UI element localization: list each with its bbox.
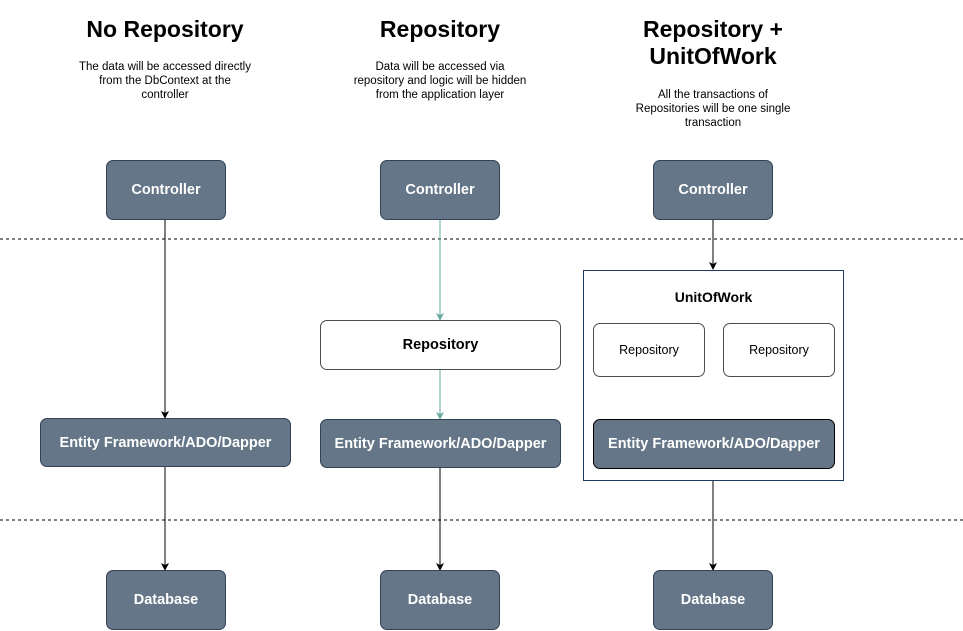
column-description-repository: Data will be accessed via repository and… <box>353 61 527 101</box>
database-node-repository-unitofwork: Database <box>653 570 773 630</box>
database-label: Database <box>407 592 473 608</box>
orm-node-repository: Entity Framework/ADO/Dapper <box>320 419 561 468</box>
database-node-no-repository: Database <box>106 570 226 630</box>
repository-node-2: Repository <box>723 323 835 377</box>
orm-label: Entity Framework/ADO/Dapper <box>59 434 272 451</box>
controller-node-no-repository: Controller <box>106 160 226 220</box>
repository-label: Repository <box>749 343 809 357</box>
unitofwork-label: UnitOfWork <box>674 289 753 305</box>
column-title-repository: Repository <box>379 16 501 42</box>
controller-node-repository: Controller <box>380 160 500 220</box>
database-label: Database <box>133 592 199 608</box>
repository-node: Repository <box>320 320 561 370</box>
orm-label: Entity Framework/ADO/Dapper <box>608 436 820 452</box>
repository-label: Repository <box>619 343 679 357</box>
controller-node-repository-unitofwork: Controller <box>653 160 773 220</box>
controller-label: Controller <box>405 182 475 198</box>
repository-node-1: Repository <box>593 323 705 377</box>
column-title-repository-unitofwork: Repository + UnitOfWork <box>643 16 783 69</box>
unitofwork-container: UnitOfWork Repository Repository Entity … <box>583 270 844 481</box>
controller-label: Controller <box>131 182 201 198</box>
column-description-no-repository: The data will be accessed directly from … <box>79 61 251 101</box>
repository-label: Repository <box>402 337 479 353</box>
orm-label: Entity Framework/ADO/Dapper <box>334 435 547 452</box>
database-node-repository: Database <box>380 570 500 630</box>
database-label: Database <box>680 592 746 608</box>
column-title-no-repository: No Repository <box>86 16 244 42</box>
column-description-repository-unitofwork: All the transactions of Repositories wil… <box>635 89 791 129</box>
orm-node-no-repository: Entity Framework/ADO/Dapper <box>40 418 291 467</box>
controller-label: Controller <box>678 182 748 198</box>
orm-node-repository-unitofwork: Entity Framework/ADO/Dapper <box>593 419 835 469</box>
